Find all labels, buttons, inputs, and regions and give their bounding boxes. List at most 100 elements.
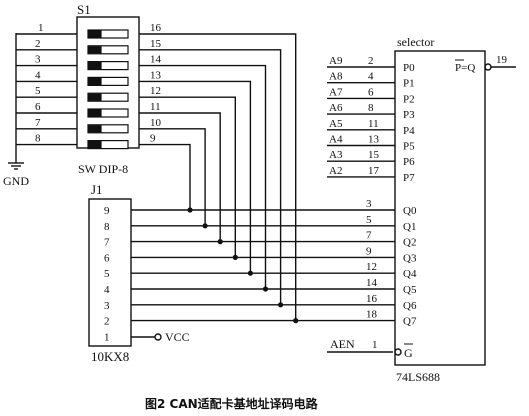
junction-dot (202, 223, 208, 229)
aen-label: AEN (330, 337, 355, 351)
switch-right-pin: 11 (150, 101, 161, 113)
switch-toggle-knob (88, 30, 102, 38)
switch-label: SW DIP-8 (78, 162, 128, 176)
j1-pin: 7 (104, 237, 110, 249)
s1-label: S1 (77, 2, 91, 17)
p-address-label: A5 (329, 118, 343, 130)
p-address-label: A7 (329, 86, 343, 98)
p-pin-number: 4 (368, 71, 374, 83)
g-label: G (404, 346, 413, 360)
q-port-label: Q2 (403, 237, 416, 249)
p-port-label: P4 (403, 125, 415, 137)
selector-label: selector (397, 35, 434, 49)
vcc-label: VCC (165, 330, 190, 344)
switch-right-wire (139, 64, 267, 289)
q-port-label: Q5 (403, 284, 417, 296)
junction-dot (217, 239, 223, 245)
p-port-label: P5 (403, 141, 415, 153)
p-port-label: P7 (403, 172, 415, 184)
switch-right-pin: 10 (150, 117, 162, 129)
q-pin-number: 12 (366, 261, 377, 273)
j1-pin: 3 (104, 300, 110, 312)
p-port-label: P3 (403, 109, 415, 121)
p-pin-number: 15 (368, 149, 380, 161)
switch-left-pin: 1 (38, 22, 44, 34)
p-pin-number: 6 (368, 86, 374, 98)
q-pin-number: 16 (366, 293, 378, 305)
p-pin-number: 11 (368, 118, 379, 130)
j1-pin: 2 (104, 316, 110, 328)
p-pin-number: 13 (368, 134, 380, 146)
switch-toggle (87, 76, 129, 87)
p-port-label: P0 (403, 62, 415, 74)
junction-dot (293, 318, 299, 324)
j1-pin: 9 (104, 205, 110, 217)
switch-right-pin: 12 (150, 85, 161, 97)
switch-right-pin: 9 (150, 133, 156, 145)
switch-left-pin: 3 (35, 54, 41, 66)
switch-toggle-knob (88, 141, 102, 149)
switch-right-pin: 16 (150, 22, 162, 34)
switch-toggle (87, 45, 129, 55)
g-inversion-bubble (394, 348, 402, 356)
q-port-label: Q7 (403, 316, 417, 328)
junction-dot (187, 207, 193, 213)
j1-pin: 1 (104, 331, 110, 343)
switch-right-wire (139, 33, 297, 321)
q-pin-number: 9 (366, 245, 372, 257)
switch-right-wire (139, 143, 191, 210)
j1-pin: 6 (104, 252, 110, 264)
q-port-label: Q3 (403, 252, 417, 264)
q-pin-number: 14 (366, 277, 378, 289)
junction-dot (232, 254, 238, 260)
q-port-label: Q6 (403, 300, 417, 312)
junction-dot (278, 302, 284, 308)
switch-right-wire (139, 80, 252, 274)
switch-toggle-knob (88, 93, 102, 101)
switch-toggle-knob (88, 61, 102, 70)
switch-left-pin: 8 (35, 133, 41, 145)
junction-dot (262, 286, 269, 292)
q-port-label: Q4 (403, 268, 417, 280)
switch-right-wire (139, 112, 221, 242)
p-address-label: A9 (329, 55, 343, 67)
p-port-label: P6 (403, 156, 415, 168)
p-pin-number: 17 (368, 165, 380, 177)
switch-toggle-knob (88, 125, 102, 133)
switch-right-pin: 14 (150, 54, 162, 66)
aen-pin: 1 (372, 339, 378, 351)
vcc-terminal (154, 333, 162, 341)
switch-toggle (87, 140, 129, 150)
p-port-label: P1 (403, 78, 415, 90)
j1-pin: 8 (104, 221, 110, 233)
p-address-label: A4 (329, 134, 343, 146)
switch-left-pin: 4 (35, 69, 41, 81)
q-pin-number: 7 (366, 230, 372, 242)
switch-left-pin: 6 (35, 101, 41, 113)
junction-dot (247, 270, 253, 276)
switch-right-pin: 13 (150, 69, 162, 81)
q-pin-number: 5 (366, 214, 372, 226)
j1-label: J1 (91, 182, 103, 197)
p-pin-number: 8 (368, 102, 374, 114)
gnd-label: GND (3, 174, 29, 188)
switch-right-wire (139, 128, 206, 226)
switch-toggle (87, 92, 129, 102)
switch-right-pin: 15 (150, 38, 162, 50)
switch-toggle (87, 29, 129, 39)
p-port-label: P2 (403, 93, 415, 105)
q-pin-number: 3 (366, 198, 372, 210)
chip-label: 74LS688 (396, 370, 440, 384)
p-address-label: A3 (329, 149, 343, 161)
switch-toggle (87, 108, 129, 118)
p-address-label: A2 (329, 165, 342, 177)
switch-left-pin: 2 (35, 38, 41, 50)
switch-toggle-knob (88, 109, 102, 117)
q-pin-number: 18 (366, 309, 378, 321)
p-address-label: A6 (329, 102, 343, 114)
switch-left-pin: 5 (35, 85, 41, 97)
switch-toggle (87, 124, 129, 134)
q-port-label: Q1 (403, 221, 416, 233)
figure-caption: 图2 CAN适配卡基地址译码电路 (145, 396, 319, 411)
